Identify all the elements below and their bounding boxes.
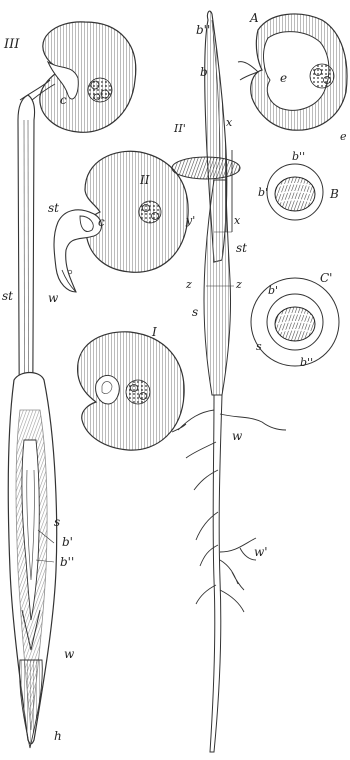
- figure-c-section: b' b'' s C': [251, 271, 339, 369]
- fig3-numeral: III: [3, 37, 20, 52]
- fig3-label-s: s: [54, 515, 60, 529]
- fig2-label-st: st: [48, 201, 59, 215]
- center-stalk: [204, 180, 231, 395]
- fig3-label-h: h: [54, 729, 62, 743]
- figA-embryo-cluster: [310, 64, 334, 88]
- center-rootlets: [172, 410, 286, 612]
- figA-label-e-left: e: [280, 71, 287, 85]
- center-label-s: s: [192, 305, 198, 319]
- fig2-root-dot: [68, 270, 72, 274]
- figure-ii-seed: II st c w: [48, 151, 188, 305]
- fig2b-lens: [172, 157, 240, 179]
- figure-a-grain: A e e: [238, 11, 347, 143]
- center-label-b: b: [200, 65, 208, 79]
- fig2-numeral: II: [139, 173, 150, 187]
- figure-i-seed: I: [78, 325, 185, 450]
- fig3-label-bpp: b'': [60, 555, 74, 569]
- center-label-w: w: [232, 429, 243, 443]
- center-seedling: b'' b II' x y' x st z z s w w': [172, 11, 286, 752]
- center-label-z-left: z: [185, 278, 192, 291]
- fig3-label-bp: b': [62, 535, 73, 549]
- figB-label-bp: b': [258, 186, 268, 199]
- fig3-label-w: w: [64, 647, 75, 661]
- fig3-root-tip: [20, 660, 43, 748]
- center-label-x-top: x: [226, 116, 233, 129]
- center-label-x: x: [234, 214, 241, 227]
- fig3-embryo-cluster: [88, 78, 112, 102]
- fig2b-numeral: II': [173, 122, 186, 135]
- figA-label-e-right: e: [340, 130, 347, 143]
- fig2-embryo-cluster: [139, 201, 161, 223]
- figC-letter: C': [320, 271, 332, 285]
- figB-label-bpp: b'': [292, 150, 305, 163]
- fig1-embryo-cluster: [126, 380, 150, 404]
- fig1-embryo: [96, 375, 120, 404]
- fig3-label-c: c: [60, 93, 67, 107]
- center-main-root: [210, 395, 222, 752]
- center-label-y: y': [185, 214, 195, 227]
- figC-label-bp: b': [268, 284, 278, 297]
- center-label-st: st: [236, 241, 247, 255]
- figA-letter: A: [249, 11, 259, 25]
- figB-letter: B: [329, 187, 339, 201]
- figC-label-bpp: b'': [300, 356, 313, 369]
- fig2-label-w: w: [48, 291, 59, 305]
- fig1-numeral: I: [151, 325, 157, 339]
- figure-b-section: b' b'' B: [258, 150, 339, 220]
- center-label-wp: w': [254, 545, 268, 559]
- fig2-label-c: c: [98, 215, 105, 229]
- fig3-label-st: st: [2, 289, 13, 303]
- center-label-bpp: b'': [196, 23, 210, 37]
- fig3-seed: [40, 22, 136, 132]
- figC-label-s: s: [256, 340, 262, 353]
- center-label-z-right: z: [235, 278, 242, 291]
